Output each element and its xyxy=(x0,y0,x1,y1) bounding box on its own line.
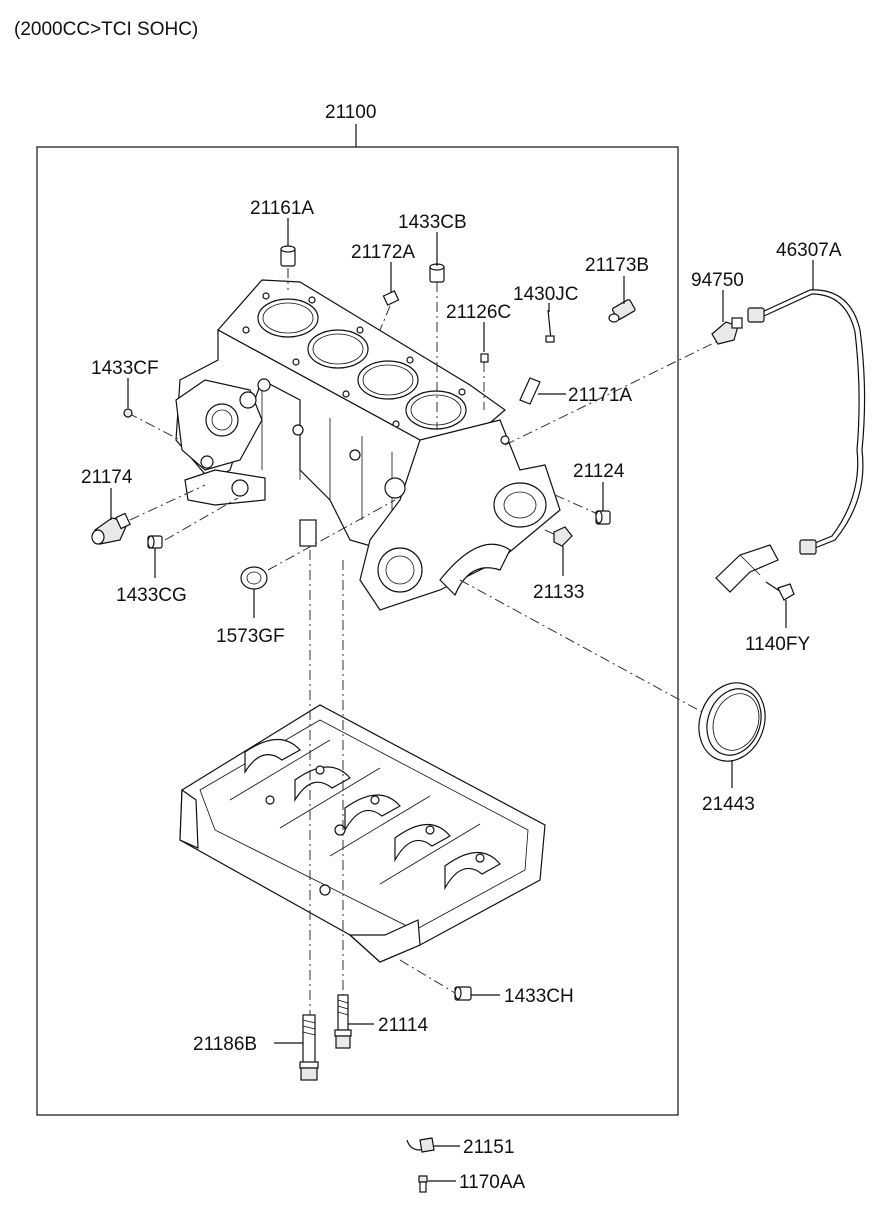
alignment-line-1433CF xyxy=(127,412,181,441)
plug-21173B[interactable] xyxy=(608,299,636,323)
dowel-21124[interactable] xyxy=(595,510,611,525)
engine-spec-header: (2000CC>TCI SOHC) xyxy=(14,19,198,40)
callout-1433CH[interactable]: 1433CH xyxy=(504,986,574,1007)
ladder-frame[interactable] xyxy=(179,704,546,963)
callout-21151[interactable]: 21151 xyxy=(463,1137,514,1158)
callout-21443[interactable]: 21443 xyxy=(702,794,755,815)
callout-1573GF[interactable]: 1573GF xyxy=(216,626,285,647)
sensor-94750[interactable] xyxy=(711,317,743,345)
alignment-line-1573GF xyxy=(267,499,396,571)
alignment-line-1433CG xyxy=(164,497,239,541)
alignment-line-21443 xyxy=(459,579,703,713)
dowel-21161A[interactable] xyxy=(280,245,296,267)
sensor-21174[interactable] xyxy=(91,512,131,545)
plug-1433CG[interactable] xyxy=(147,535,163,549)
alignment-line-21174 xyxy=(129,484,206,521)
alignment-line-21172A xyxy=(379,305,391,331)
callout-1433CB[interactable]: 1433CB xyxy=(398,212,467,233)
callout-21186B[interactable]: 21186B xyxy=(193,1034,257,1055)
callout-21124[interactable]: 21124 xyxy=(573,461,625,482)
pin-1430JC[interactable] xyxy=(545,309,555,343)
callout-21161A[interactable]: 21161A xyxy=(250,198,314,219)
callout-94750[interactable]: 94750 xyxy=(691,270,744,291)
callout-1433CF[interactable]: 1433CF xyxy=(91,358,159,379)
callout-1170AA[interactable]: 1170AA xyxy=(459,1172,526,1193)
plug-1433CB[interactable] xyxy=(429,263,445,283)
callout-21100[interactable]: 21100 xyxy=(325,102,376,123)
callout-1140FY[interactable]: 1140FY xyxy=(745,634,810,655)
alignment-line-1433CH xyxy=(399,959,456,994)
plug-1433CH[interactable] xyxy=(454,986,472,1001)
plug-21172A[interactable] xyxy=(382,290,400,306)
bolt-21114[interactable] xyxy=(334,994,352,1049)
rear-oil-seal-21443[interactable] xyxy=(688,673,776,770)
harness-46307A[interactable] xyxy=(715,289,866,593)
seal-1573GF[interactable] xyxy=(240,566,268,590)
tube-21171A[interactable] xyxy=(519,377,541,405)
plug-21133[interactable] xyxy=(553,526,573,547)
callout-21126C[interactable]: 21126C xyxy=(446,302,511,323)
cylinder-block[interactable] xyxy=(175,279,561,611)
pin-21126C[interactable] xyxy=(480,353,489,363)
alignment-line-21133 xyxy=(544,529,561,538)
assembly-boundary-box xyxy=(36,146,679,1116)
callout-21171A[interactable]: 21171A xyxy=(568,385,632,406)
plug-1433CF[interactable] xyxy=(123,408,133,418)
bolt-21186B[interactable] xyxy=(299,1014,319,1081)
bolt-1170AA[interactable] xyxy=(418,1175,428,1193)
alignment-line-21124 xyxy=(554,494,601,516)
callout-21133[interactable]: 21133 xyxy=(533,582,584,603)
callout-1433CG[interactable]: 1433CG xyxy=(116,585,187,606)
callout-21172A[interactable]: 21172A xyxy=(351,242,415,263)
callout-21173B[interactable]: 21173B xyxy=(585,255,649,276)
callout-1430JC[interactable]: 1430JC xyxy=(513,284,579,305)
callout-46307A[interactable]: 46307A xyxy=(776,240,842,261)
bolt-1140FY[interactable] xyxy=(765,581,795,601)
callout-21174[interactable]: 21174 xyxy=(81,467,133,488)
callout-21114[interactable]: 21114 xyxy=(378,1015,428,1036)
bracket-21151[interactable] xyxy=(406,1137,435,1153)
